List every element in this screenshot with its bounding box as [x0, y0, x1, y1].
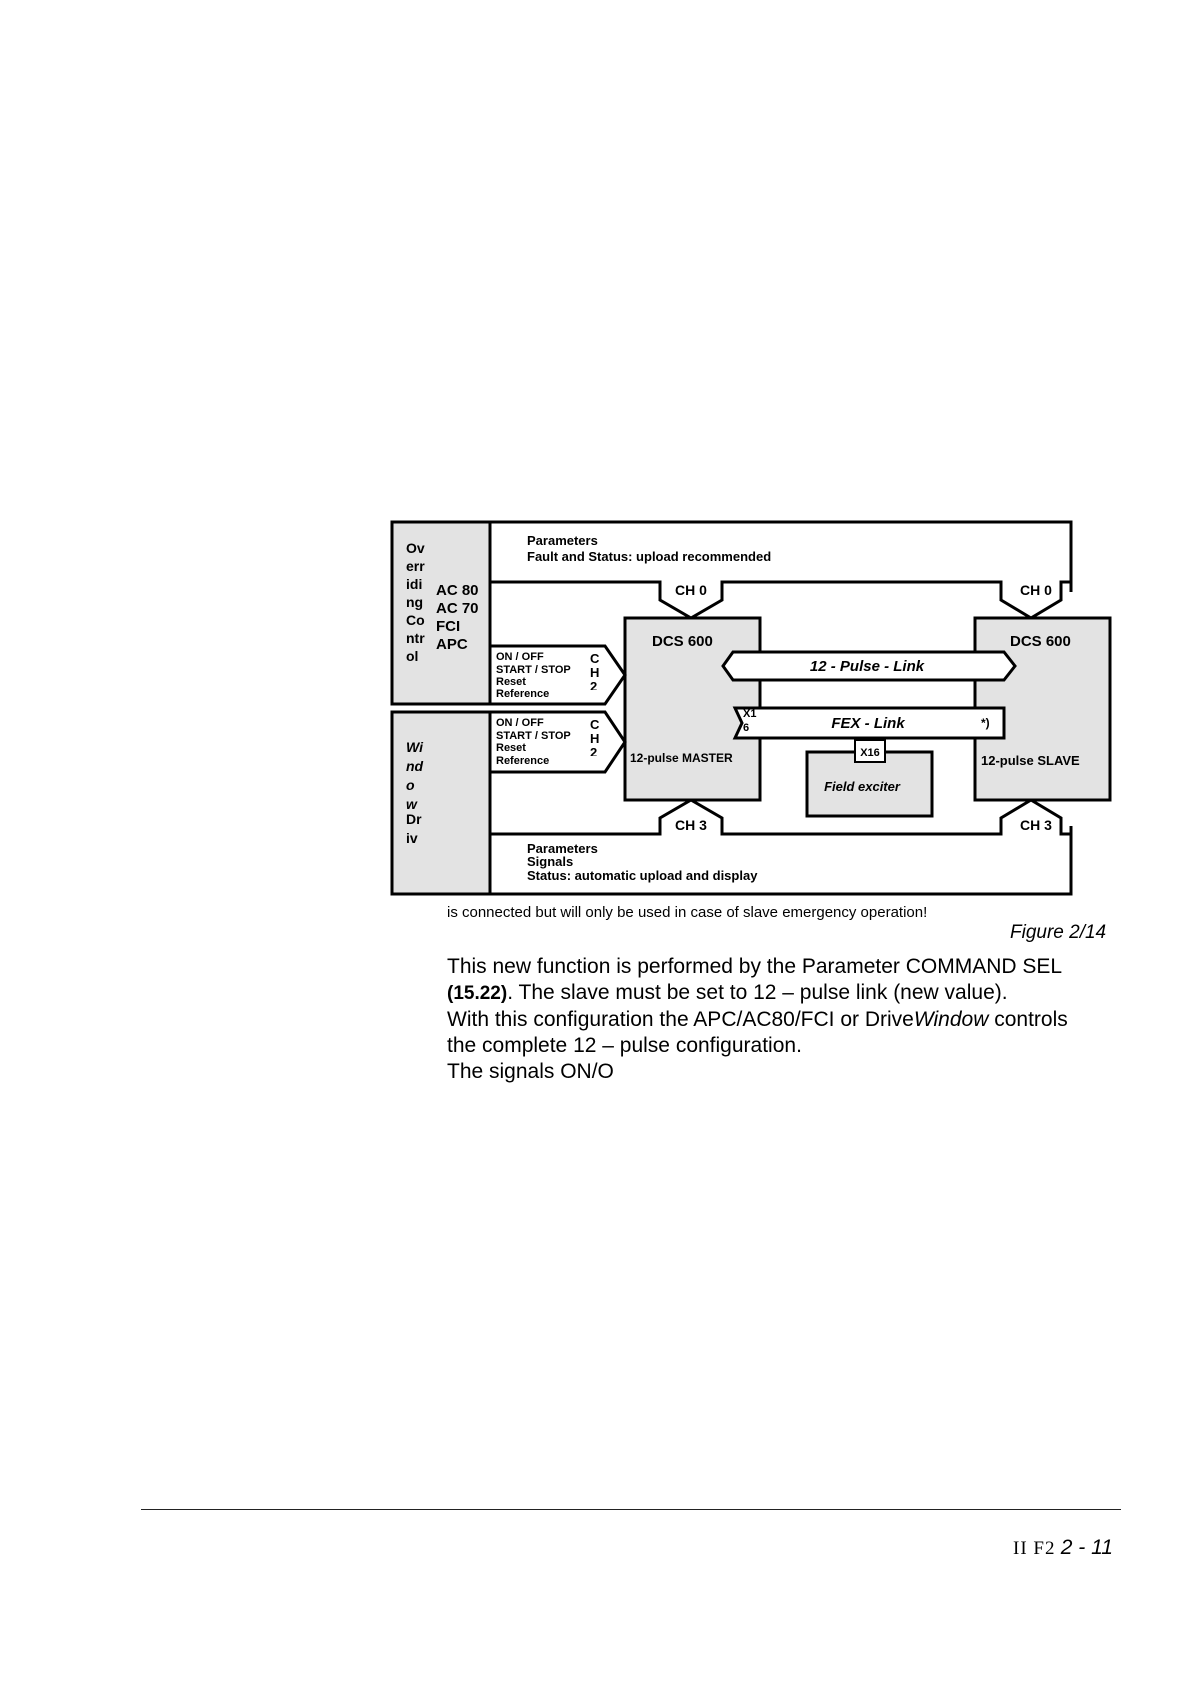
- overriding-control-panel: [390, 520, 492, 706]
- signal-line: ON / OFF: [496, 651, 544, 663]
- controller-label: APC: [436, 636, 468, 653]
- bottom-bus-status: Status: automatic upload and display: [527, 868, 758, 883]
- master-title: DCS 600: [652, 633, 713, 650]
- signal-line: Reference: [496, 688, 549, 700]
- overriding-control-line: Co: [406, 612, 425, 628]
- body-line: (15.22). The slave must be set to 12 – p…: [447, 980, 1068, 1007]
- master-ch0-label: CH 0: [675, 582, 707, 598]
- drive-window-panel: [390, 710, 492, 896]
- signal-arrow-lower: [490, 710, 627, 774]
- drive-window-line: Dr: [406, 811, 422, 827]
- footer-code: II F2: [1013, 1538, 1056, 1559]
- ch2-label-char: C: [590, 717, 600, 732]
- slave-ch3-label: CH 3: [1020, 817, 1052, 833]
- ch2-label-char: 2: [590, 679, 597, 694]
- signal-line: START / STOP: [496, 664, 571, 676]
- slave-ch0-label: CH 0: [1020, 582, 1052, 598]
- drive-window-line: iv: [406, 830, 418, 846]
- fex-note-marker: *): [981, 716, 990, 730]
- body-line: With this configuration the APC/AC80/FCI…: [447, 1007, 1068, 1033]
- master-ch3-label: CH 3: [675, 817, 707, 833]
- overriding-control-line: ntr: [406, 630, 425, 646]
- top-bus-parameters: Parameters: [527, 533, 598, 548]
- drive-window-line: Wi: [406, 739, 424, 755]
- signal-line: Reset: [496, 742, 526, 754]
- overriding-control-line: Ov: [406, 540, 425, 556]
- body-line: This new function is performed by the Pa…: [447, 955, 1063, 978]
- drive-window-line: w: [406, 796, 418, 812]
- field-exciter-label: Field exciter: [824, 779, 901, 794]
- parameter-number: (15.22): [447, 983, 508, 1004]
- top-bus-outer: [490, 520, 1073, 592]
- drive-window-line: o: [406, 777, 415, 793]
- x16-connector-label: X16: [860, 747, 880, 759]
- bottom-bus-inner: [490, 798, 1071, 836]
- body-line-rest: . The slave must be set to 12 – pulse li…: [507, 981, 1008, 1004]
- controller-label: AC 70: [436, 600, 479, 617]
- body-line-pre: With this configuration the APC/AC80/FCI…: [447, 1008, 914, 1031]
- body-line-post: controls: [988, 1008, 1068, 1031]
- bottom-bus-outer: [490, 826, 1073, 896]
- body-line: The signals ON/O: [447, 1060, 614, 1083]
- overriding-control-line: idi: [406, 576, 422, 592]
- controller-label: FCI: [436, 618, 460, 635]
- slave-title: DCS 600: [1010, 633, 1071, 650]
- fex-x16-label: 6: [743, 722, 749, 734]
- signal-line: ON / OFF: [496, 717, 544, 729]
- overriding-control-line: ol: [406, 648, 418, 664]
- figure-caption: is connected but will only be used in ca…: [447, 904, 928, 921]
- drive-window-line: e: [406, 849, 414, 865]
- ch2-label-char: C: [590, 651, 600, 666]
- body-paragraph: This new function is performed by the Pa…: [447, 954, 1068, 1085]
- ch2-label-char: H: [590, 665, 599, 680]
- drive-window-line: nd: [406, 758, 424, 774]
- figure-label: Figure 2/14: [1010, 922, 1107, 943]
- signal-arrow-upper: [490, 644, 627, 706]
- top-bus-fault-status: Fault and Status: upload recommended: [527, 549, 771, 564]
- master-label: 12-pulse MASTER: [630, 751, 733, 765]
- ch2-label-char: 2: [590, 745, 597, 760]
- bottom-bus-parameters: Parameters: [527, 841, 598, 856]
- footer: II F2 2 - 11: [1013, 1536, 1113, 1560]
- ch2-label-char: H: [590, 731, 599, 746]
- signal-line: Reference: [496, 755, 549, 767]
- fex-link-bar: [732, 706, 1006, 740]
- page-number: 2 - 11: [1060, 1536, 1113, 1559]
- fex-link-label: FEX - Link: [831, 715, 905, 732]
- overriding-control-line: err: [406, 558, 425, 574]
- slave-label: 12-pulse SLAVE: [981, 753, 1080, 768]
- controller-label: AC 80: [436, 582, 479, 599]
- footer-rule: [141, 1509, 1121, 1510]
- signal-line: Reset: [496, 676, 526, 688]
- x16-connector: [854, 739, 886, 763]
- overriding-control-line: ng: [406, 594, 423, 610]
- pulse-link-arrow: [721, 650, 1017, 682]
- bottom-bus-signals: Signals: [527, 854, 573, 869]
- fex-x16-label: X1: [743, 708, 756, 720]
- signal-line: START / STOP: [496, 730, 571, 742]
- body-line: the complete 12 – pulse configuration.: [447, 1034, 802, 1057]
- pulse-link-label: 12 - Pulse - Link: [810, 658, 925, 675]
- window-italic: Window: [913, 1008, 989, 1031]
- top-bus-inner: [490, 580, 1071, 620]
